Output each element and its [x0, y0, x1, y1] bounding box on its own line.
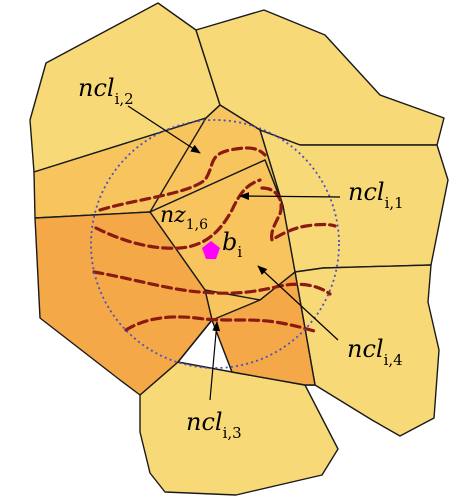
label-ncl-i2-main: ncl [78, 74, 115, 102]
label-ncl-i2-sub: i,2 [115, 90, 134, 108]
label-ncl-i4: ncli,4 [347, 335, 403, 369]
label-ncl-i4-main: ncl [347, 335, 384, 363]
label-ncl-i1-sub: i,1 [385, 194, 404, 212]
label-nz-16: nz1,6 [160, 203, 208, 233]
neighborhood-circle [90, 119, 340, 369]
label-b-i-main: b [222, 228, 237, 256]
arrow-ncl-i3 [209, 321, 221, 401]
label-ncl-i3-main: ncl [186, 408, 223, 436]
label-b-i: bi [222, 228, 242, 261]
arrow-ncl-i4 [257, 265, 339, 341]
contour-line-5 [124, 315, 320, 334]
edge-upper-split [149, 104, 221, 213]
pentagon-marker-icon [202, 241, 220, 259]
cell-lower-right [294, 264, 440, 437]
label-ncl-i1: ncli,1 [348, 178, 404, 212]
contour-line-3 [260, 186, 337, 243]
label-ncl-i4-sub: i,4 [384, 351, 403, 369]
label-ncl-i1-main: ncl [348, 178, 385, 206]
arrow-ncl-i2 [127, 105, 201, 154]
edge-lower-split [177, 319, 213, 363]
label-ncl-i2: ncli,2 [78, 74, 134, 108]
cell-bottom [139, 361, 339, 496]
label-ncl-i3-sub: i,3 [223, 424, 242, 442]
label-nz-16-sub: 1,6 [186, 217, 208, 233]
arrow-ncl-i1 [239, 192, 341, 201]
label-nz-16-main: nz [160, 203, 186, 228]
label-b-i-sub: i [237, 243, 242, 261]
contour-line-1 [98, 146, 267, 212]
label-ncl-i3: ncli,3 [186, 408, 242, 442]
contour-line-4 [92, 270, 332, 296]
